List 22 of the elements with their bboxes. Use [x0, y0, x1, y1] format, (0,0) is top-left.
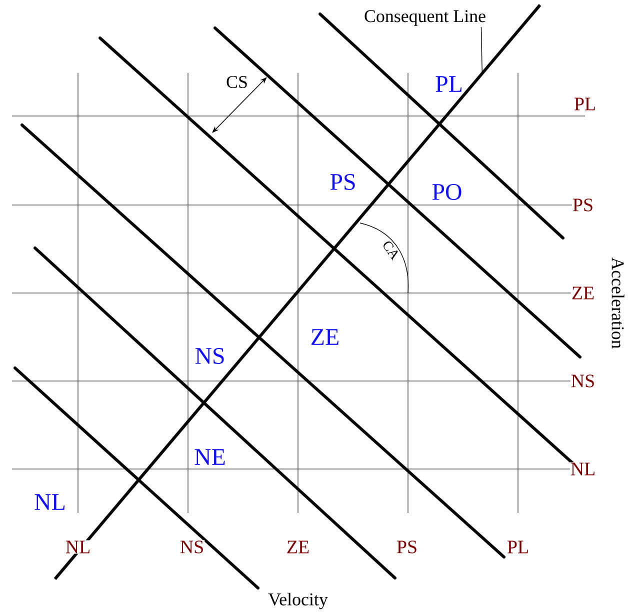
region-label: NE: [194, 448, 226, 466]
region-label: PS: [329, 173, 357, 191]
axis-title: Acceleration: [611, 256, 625, 350]
row-label: ZE: [570, 286, 596, 300]
region-label: ZE: [310, 328, 340, 346]
row-label: PL: [573, 97, 597, 111]
dimension-label: CS: [226, 75, 248, 89]
region-label: PO: [431, 183, 463, 201]
row-label: PS: [572, 198, 594, 212]
line-title: Consequent Line: [364, 10, 486, 26]
row-label: NS: [570, 374, 596, 388]
column-label: NS: [179, 540, 205, 554]
region-label: NS: [194, 347, 226, 365]
column-label: PS: [396, 540, 418, 554]
row-label: NL: [570, 462, 596, 476]
region-label: NL: [34, 494, 66, 510]
region-label: PL: [434, 76, 464, 92]
column-label: NL: [64, 540, 92, 554]
leader-line: [480, 26, 483, 74]
angle-label: CA: [380, 238, 402, 262]
column-label: ZE: [286, 540, 310, 554]
column-label: PL: [506, 540, 530, 554]
